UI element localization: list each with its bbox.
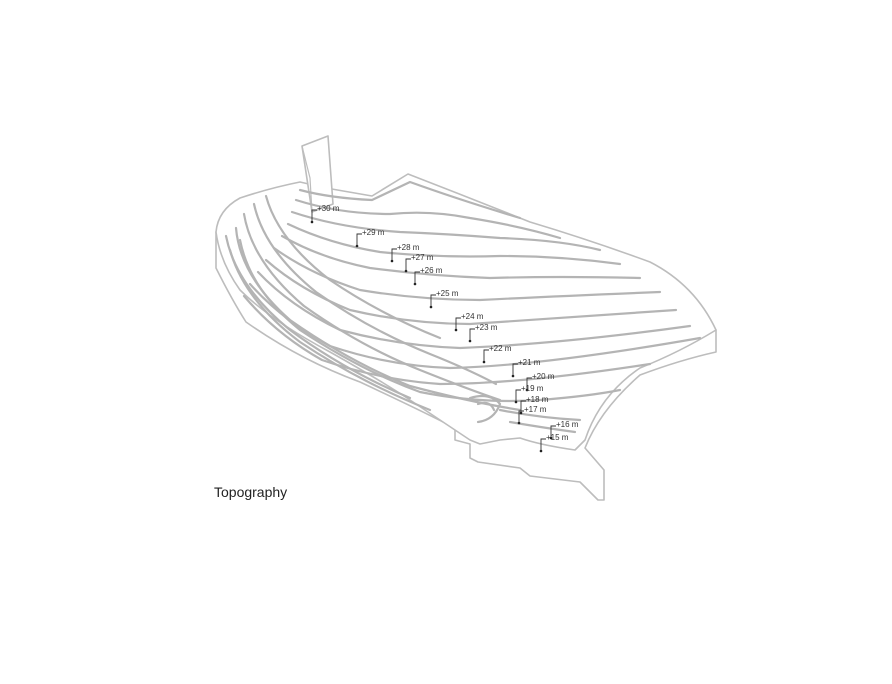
diagram-caption: Topography [214,484,288,500]
elevation-marker: +29 m [355,228,385,248]
elevation-marker: +28 m [390,243,420,263]
elevation-marker: +23 m [468,323,498,343]
elevation-marker: +16 m [549,420,579,440]
elevation-marker: +17 m [517,405,547,425]
elevation-label: +27 m [411,253,434,262]
elevation-label: +16 m [556,420,579,429]
elevation-label: +24 m [461,312,484,321]
elevation-marker: +27 m [404,253,434,273]
elevation-markers: +30 m +29 m +28 m+27 m +26 m +25 m +24 m +23 m… [310,204,579,453]
elevation-marker: +20 m [525,372,555,392]
elevation-marker: +22 m [482,344,512,364]
elevation-marker: +26 m [413,266,443,286]
elevation-label: +21 m [518,358,541,367]
elevation-marker: +21 m [511,358,541,378]
elevation-marker: +15 m [539,433,569,453]
contour-lines [224,180,702,434]
elevation-label: +20 m [532,372,555,381]
elevation-label: +28 m [397,243,420,252]
elevation-label: +22 m [489,344,512,353]
elevation-label: +30 m [317,204,340,213]
elevation-label: +18 m [526,395,549,404]
elevation-label: +26 m [420,266,443,275]
elevation-marker: +25 m [429,289,459,309]
elevation-marker: +30 m [310,204,340,224]
elevation-marker: +19 m [514,384,544,404]
elevation-label: +17 m [524,405,547,414]
elevation-label: +25 m [436,289,459,298]
elevation-marker: +24 m [454,312,484,332]
elevation-label: +19 m [521,384,544,393]
elevation-label: +15 m [546,433,569,442]
elevation-marker: +18 m [519,395,549,415]
elevation-label: +29 m [362,228,385,237]
elevation-label: +23 m [475,323,498,332]
